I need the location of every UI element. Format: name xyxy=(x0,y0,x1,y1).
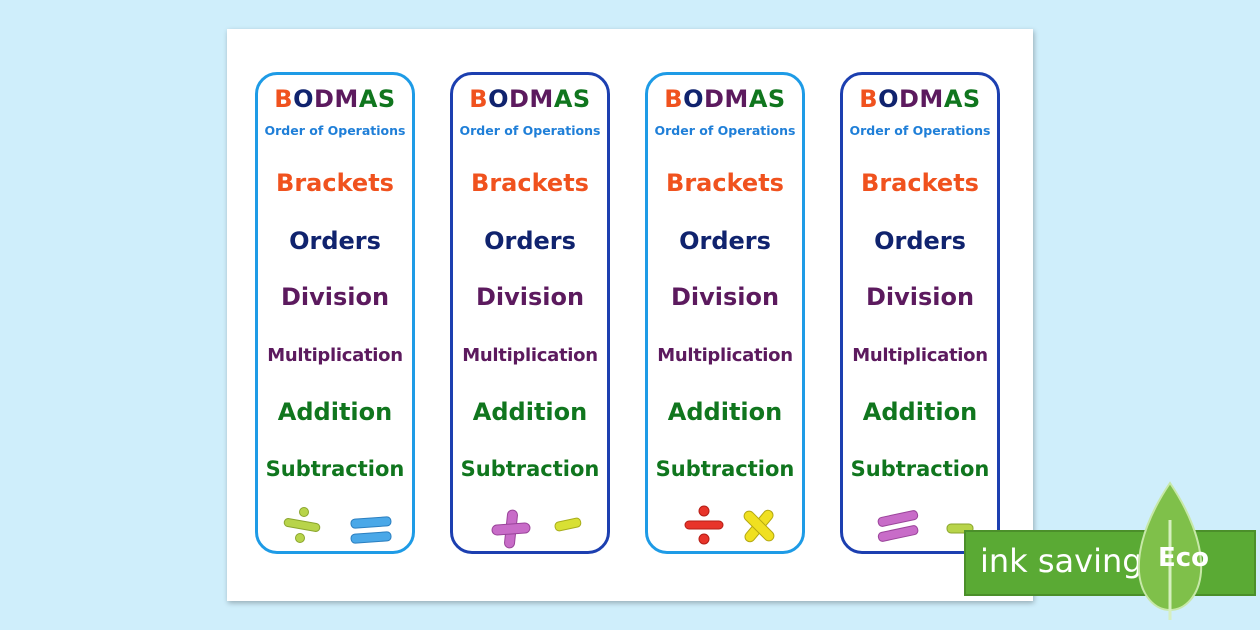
bookmark-3: BODMAS Order of Operations Brackets Orde… xyxy=(645,72,805,554)
title-letter-m: M xyxy=(529,85,554,113)
title-letter-b: B xyxy=(664,85,684,113)
word-orders: Orders xyxy=(874,227,966,255)
title-letter-s: S xyxy=(572,85,591,113)
eco-label: Eco xyxy=(1158,543,1210,573)
title-letter-m: M xyxy=(724,85,749,113)
word-subtraction: Subtraction xyxy=(850,457,990,481)
word-brackets: Brackets xyxy=(471,169,589,197)
equals-icon xyxy=(875,509,921,545)
title-letter-b: B xyxy=(859,85,879,113)
bookmark-subtitle: Order of Operations xyxy=(264,123,406,138)
word-addition: Addition xyxy=(862,398,978,426)
equals-icon xyxy=(348,515,394,547)
bookmark-subtitle: Order of Operations xyxy=(654,123,796,138)
minus-icon xyxy=(553,515,583,535)
word-division: Division xyxy=(670,283,780,311)
bookmark-4: BODMAS Order of Operations Brackets Orde… xyxy=(840,72,1000,554)
word-subtraction: Subtraction xyxy=(265,457,405,481)
bookmark-subtitle: Order of Operations xyxy=(459,123,601,138)
eco-leaf-icon xyxy=(1137,481,1203,620)
divide-icon xyxy=(682,503,726,547)
title-letter-o: O xyxy=(683,85,704,113)
times-icon xyxy=(738,505,780,547)
word-multiplication: Multiplication xyxy=(267,345,403,366)
title-letter-o: O xyxy=(293,85,314,113)
bookmark-subtitle: Order of Operations xyxy=(849,123,991,138)
title-letter-d: D xyxy=(704,85,725,113)
word-division: Division xyxy=(475,283,585,311)
bookmark-title: BODMAS xyxy=(648,87,802,111)
title-letter-a: A xyxy=(748,85,768,113)
title-letter-s: S xyxy=(377,85,396,113)
word-addition: Addition xyxy=(667,398,783,426)
title-letter-o: O xyxy=(878,85,899,113)
ink-saving-badge: ink saving xyxy=(964,530,1256,596)
word-brackets: Brackets xyxy=(861,169,979,197)
word-addition: Addition xyxy=(277,398,393,426)
word-brackets: Brackets xyxy=(666,169,784,197)
title-letter-d: D xyxy=(509,85,530,113)
bookmark-title: BODMAS xyxy=(453,87,607,111)
title-letter-d: D xyxy=(314,85,335,113)
word-orders: Orders xyxy=(679,227,771,255)
title-letter-m: M xyxy=(919,85,944,113)
bookmark-title: BODMAS xyxy=(258,87,412,111)
word-orders: Orders xyxy=(484,227,576,255)
word-subtraction: Subtraction xyxy=(655,457,795,481)
ink-saving-label: ink saving xyxy=(980,542,1143,580)
plus-icon xyxy=(489,507,533,551)
title-letter-d: D xyxy=(899,85,920,113)
word-multiplication: Multiplication xyxy=(852,345,988,366)
title-letter-s: S xyxy=(767,85,786,113)
title-letter-a: A xyxy=(358,85,378,113)
title-letter-b: B xyxy=(274,85,294,113)
title-letter-s: S xyxy=(962,85,981,113)
bookmark-1: BODMAS Order of Operations Brackets Orde… xyxy=(255,72,415,554)
word-division: Division xyxy=(280,283,390,311)
title-letter-o: O xyxy=(488,85,509,113)
title-letter-m: M xyxy=(334,85,359,113)
word-brackets: Brackets xyxy=(276,169,394,197)
title-letter-a: A xyxy=(553,85,573,113)
bookmark-title: BODMAS xyxy=(843,87,997,111)
bookmark-2: BODMAS Order of Operations Brackets Orde… xyxy=(450,72,610,554)
word-subtraction: Subtraction xyxy=(460,457,600,481)
word-multiplication: Multiplication xyxy=(657,345,793,366)
word-multiplication: Multiplication xyxy=(462,345,598,366)
word-orders: Orders xyxy=(289,227,381,255)
divide-icon xyxy=(280,505,324,545)
title-letter-b: B xyxy=(469,85,489,113)
title-letter-a: A xyxy=(943,85,963,113)
word-division: Division xyxy=(865,283,975,311)
word-addition: Addition xyxy=(472,398,588,426)
